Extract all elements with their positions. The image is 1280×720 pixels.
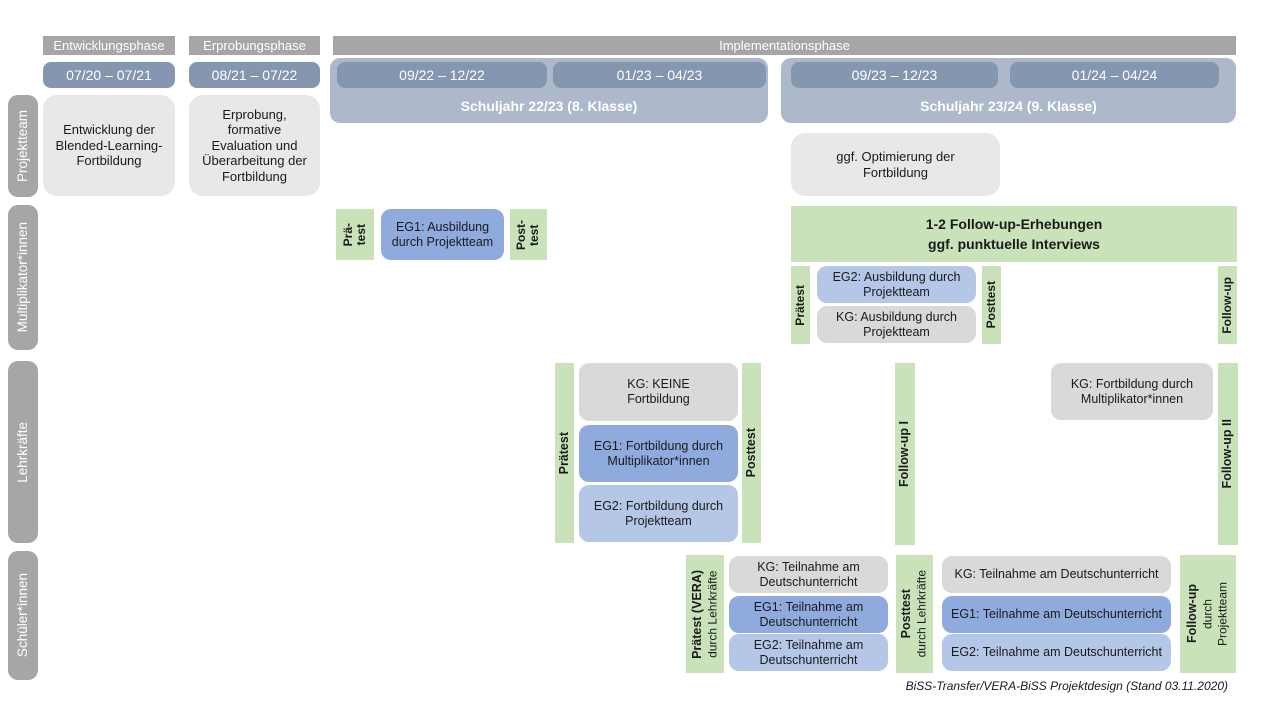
measurement-bar-praetest-lehrkraefte: Prätest: [555, 363, 574, 543]
task-box-kg-keine-fortbildung: KG: KEINE Fortbildung: [579, 363, 738, 421]
task-box-erprobung-evaluation: Erprobung, formative Evaluation und Über…: [189, 95, 320, 196]
measurement-box-followup-erhebungen: 1-2 Follow-up-Erhebungen ggf. punktuelle…: [791, 206, 1237, 262]
date-bar-0123-0423: 01/23 – 04/23: [553, 62, 766, 88]
task-box-kg-deutschunterricht-1: KG: Teilnahme am Deutschunterricht: [729, 556, 888, 593]
task-box-eg1-ausbildung-projektteam: EG1: Ausbildung durch Projektteam: [381, 209, 504, 260]
task-box-eg1-deutschunterricht-2: EG1: Teilnahme am Deutschunterricht: [942, 596, 1171, 633]
task-box-eg2-deutschunterricht-1: EG2: Teilnahme am Deutschunterricht: [729, 634, 888, 671]
phase-bar-entwicklungsphase: Entwicklungsphase: [43, 36, 175, 55]
measurement-bar-posttest-schueler: Posttest durch Lehrkräfte: [896, 555, 933, 673]
footer-caption: BiSS-Transfer/VERA-BiSS Projektdesign (S…: [905, 679, 1228, 693]
measurement-bar-posttest-multiplikatoren-1: Post- test: [510, 209, 547, 260]
task-box-eg1-deutschunterricht-1: EG1: Teilnahme am Deutschunterricht: [729, 596, 888, 633]
task-box-optimierung-fortbildung: ggf. Optimierung der Fortbildung: [791, 133, 1000, 196]
phase-bar-implementationsphase: Implementationsphase: [333, 36, 1236, 55]
measurement-bar-posttest-lehrkraefte: Posttest: [742, 363, 761, 543]
measurement-bar-praetest-vera-schueler: Prätest (VERA) durch Lehrkräfte: [686, 555, 724, 673]
measurement-bar-followup-schueler: Follow-up durch Projektteam: [1180, 555, 1236, 673]
phase-bar-erprobungsphase: Erprobungsphase: [189, 36, 320, 55]
measurement-bar-praetest-multiplikatoren-1: Prä- test: [336, 209, 374, 260]
date-bar-0821-0722: 08/21 – 07/22: [189, 62, 320, 88]
measurement-bar-followup-2-lehrkraefte: Follow-up II: [1218, 363, 1238, 545]
task-box-entwicklung-fortbildung: Entwicklung der Blended-Learning-Fortbil…: [43, 95, 175, 196]
measurement-bar-praetest-multiplikatoren-2: Prätest: [791, 266, 810, 344]
measurement-bar-followup-1-lehrkraefte: Follow-up I: [895, 363, 915, 545]
task-box-kg-deutschunterricht-2: KG: Teilnahme am Deutschunterricht: [942, 556, 1171, 593]
measurement-bar-followup-multiplikatoren: Follow-up: [1218, 266, 1237, 344]
task-box-eg2-deutschunterricht-2: EG2: Teilnahme am Deutschunterricht: [942, 634, 1171, 671]
date-bar-0720-0721: 07/20 – 07/21: [43, 62, 175, 88]
task-box-eg1-fortbildung-multiplikatoren: EG1: Fortbildung durch Multiplikator*inn…: [579, 425, 738, 482]
task-box-eg2-fortbildung-projektteam: EG2: Fortbildung durch Projektteam: [579, 485, 738, 542]
date-bar-0124-0424: 01/24 – 04/24: [1010, 62, 1219, 88]
task-box-kg-ausbildung-projektteam: KG: Ausbildung durch Projektteam: [817, 306, 976, 343]
date-bar-0922-1222: 09/22 – 12/22: [337, 62, 547, 88]
task-box-eg2-ausbildung-projektteam: EG2: Ausbildung durch Projektteam: [817, 266, 976, 303]
measurement-bar-posttest-multiplikatoren-2: Posttest: [982, 266, 1001, 344]
row-label-lehrkraefte: Lehrkräfte: [8, 361, 38, 543]
task-box-kg-fortbildung-multiplikatoren: KG: Fortbildung durch Multiplikator*inne…: [1051, 363, 1213, 420]
row-label-projektteam: Projektteam: [8, 95, 38, 197]
date-bar-0923-1223: 09/23 – 12/23: [791, 62, 998, 88]
row-label-multiplikatorinnen: Multiplikator*innen: [8, 205, 38, 350]
row-label-schuelerinnen: Schüler*innen: [8, 551, 38, 680]
